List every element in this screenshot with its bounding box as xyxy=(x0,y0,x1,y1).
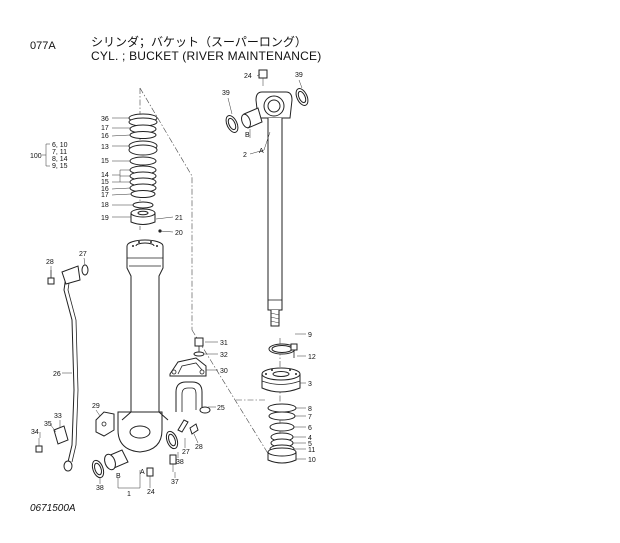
callout-13: 13 xyxy=(101,144,109,151)
callout-27: 27 xyxy=(79,251,87,258)
callout-14: 14 xyxy=(101,172,109,179)
grease-fitting xyxy=(169,454,177,472)
callout-26: 26 xyxy=(53,371,61,378)
callout-6: 6 xyxy=(308,425,312,432)
drawing-code: 0671500A xyxy=(30,503,76,514)
cylinder-tube xyxy=(117,239,169,453)
bolt-31 xyxy=(193,337,205,357)
header: 077A シリンダ；バケット（スーパーロング） CYL. ; BUCKET (R… xyxy=(0,0,620,70)
callout-20: 20 xyxy=(175,230,183,237)
callout-2: 2 xyxy=(243,152,247,159)
callout-36: 36 xyxy=(101,116,109,123)
pipe-clamp xyxy=(95,411,115,437)
callout-32: 32 xyxy=(220,352,228,359)
piston-rod-assembly xyxy=(225,69,309,327)
callout-17: 17 xyxy=(101,125,109,132)
callout-19: 19 xyxy=(101,215,109,222)
callout-4: 4 xyxy=(308,435,312,442)
callout-8: 8 xyxy=(308,406,312,413)
grease-fitting-bottom xyxy=(146,467,154,484)
mount-bracket xyxy=(35,425,69,453)
title-english: CYL. ; BUCKET (RIVER MAINTENANCE) xyxy=(91,49,322,63)
callout-31: 31 xyxy=(220,340,228,347)
callout-39-left: 39 xyxy=(222,90,230,97)
kit-item-1: 6, 10 xyxy=(52,142,68,149)
section-mark-a-top: A xyxy=(259,148,264,155)
callout-18: 18 xyxy=(101,202,109,209)
title-japanese: シリンダ；バケット（スーパーロング） xyxy=(91,35,307,49)
callout-33: 33 xyxy=(54,413,62,420)
callout-9: 9 xyxy=(308,332,312,339)
page-code: 077A xyxy=(30,40,56,52)
bottom-bushing xyxy=(91,449,129,479)
callout-39-right: 39 xyxy=(295,72,303,79)
callout-30: 30 xyxy=(220,368,228,375)
callout-38: 38 xyxy=(96,485,104,492)
callout-5: 5 xyxy=(308,441,312,448)
callout-21: 21 xyxy=(175,215,183,222)
section-mark-b-top: B xyxy=(245,132,250,139)
bottom-seal-right xyxy=(165,419,189,450)
callout-37: 37 xyxy=(171,479,179,486)
kit-item-3: 8, 14 xyxy=(52,156,68,163)
leader-lines xyxy=(39,73,306,489)
kit-label: 100 xyxy=(30,153,42,160)
callout-7: 7 xyxy=(308,414,312,421)
callout-28-right: 28 xyxy=(195,444,203,451)
callout-28: 28 xyxy=(46,259,54,266)
callout-35: 35 xyxy=(44,421,52,428)
callout-11: 11 xyxy=(308,447,315,454)
callout-27-right: 27 xyxy=(182,449,190,456)
seal-stack xyxy=(128,113,158,225)
set-screw xyxy=(155,216,174,233)
callout-3: 3 xyxy=(308,381,312,388)
callout-16b: 16 xyxy=(101,186,109,193)
hose-loop xyxy=(169,357,211,414)
callout-24-top: 24 xyxy=(244,73,252,80)
callout-34: 34 xyxy=(31,429,39,436)
assembly-lines xyxy=(139,87,281,461)
callout-17b: 17 xyxy=(101,192,109,199)
section-mark-b-bottom: B xyxy=(116,473,121,480)
callout-25: 25 xyxy=(217,405,225,412)
rod-head-stack xyxy=(261,343,301,464)
callout-15: 15 xyxy=(101,158,109,165)
callout-29: 29 xyxy=(92,403,100,410)
callout-12: 12 xyxy=(308,354,316,361)
callout-1: 1 xyxy=(127,491,131,498)
callout-15b: 15 xyxy=(101,179,109,186)
hydraulic-pipe xyxy=(61,264,89,472)
callout-10: 10 xyxy=(308,457,316,464)
kit-item-4: 9, 15 xyxy=(52,163,68,170)
callout-16: 16 xyxy=(101,133,109,140)
callout-labels: 36 17 16 13 15 14 15 16 17 18 19 21 20 2… xyxy=(30,72,316,498)
bolt-28-right xyxy=(189,423,199,435)
bolt-28 xyxy=(47,270,55,285)
callout-38-right: 38 xyxy=(176,459,184,466)
kit-item-2: 7, 11 xyxy=(52,149,67,156)
section-mark-a-bottom: A xyxy=(140,469,145,476)
callout-24-bottom: 24 xyxy=(147,489,155,496)
